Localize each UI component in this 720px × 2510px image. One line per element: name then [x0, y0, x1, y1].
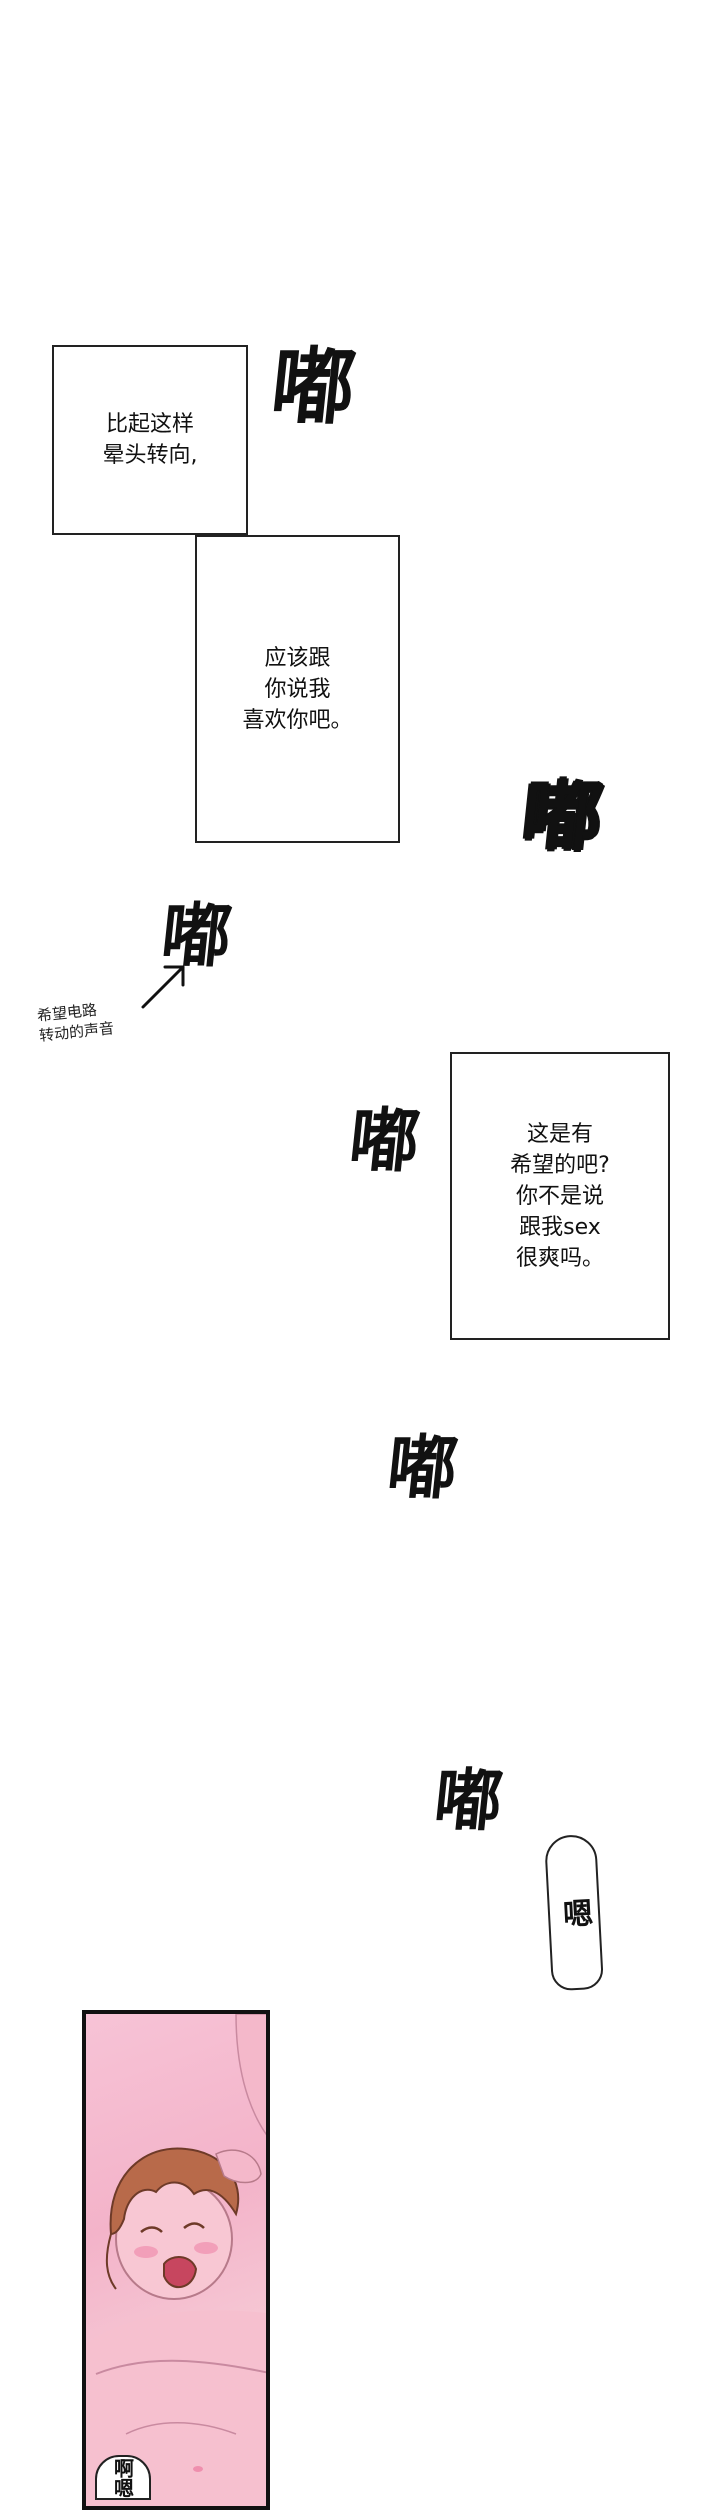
sfx-du-4: 嘟 — [383, 1427, 463, 1509]
caption-text-1: 比起这样 晕头转向, — [102, 412, 198, 468]
bubble-text-en: 嗯 — [556, 1896, 593, 1929]
sfx-du-3: 嘟 — [345, 1100, 425, 1182]
character-panel — [82, 2010, 270, 2510]
arrow-icon — [141, 965, 185, 1009]
sound-note: 希望电路 转动的声音 — [36, 1000, 115, 1045]
speech-bubble-en: 嗯 — [543, 1833, 605, 1992]
caption-box-3: 这是有 希望的吧? 你不是说 跟我sex 很爽吗。 — [450, 1052, 670, 1340]
character-illustration — [86, 2014, 266, 2506]
caption-box-1: 比起这样 晕头转向, — [52, 345, 248, 535]
caption-box-2: 应该跟 你说我 喜欢你吧。 — [195, 535, 400, 843]
caption-text-2: 应该跟 你说我 喜欢你吧。 — [242, 645, 353, 733]
bubble-text-panel: 啊嗯 — [110, 2457, 135, 2498]
sfx-du-5: 嘟 — [430, 1762, 508, 1841]
sfx-scribble: 嘟 — [517, 772, 608, 861]
sfx-du-1: 嘟 — [266, 338, 362, 436]
speech-bubble-panel: 啊嗯 — [95, 2455, 151, 2500]
caption-text-3: 这是有 希望的吧? 你不是说 跟我sex 很爽吗。 — [510, 1121, 610, 1271]
